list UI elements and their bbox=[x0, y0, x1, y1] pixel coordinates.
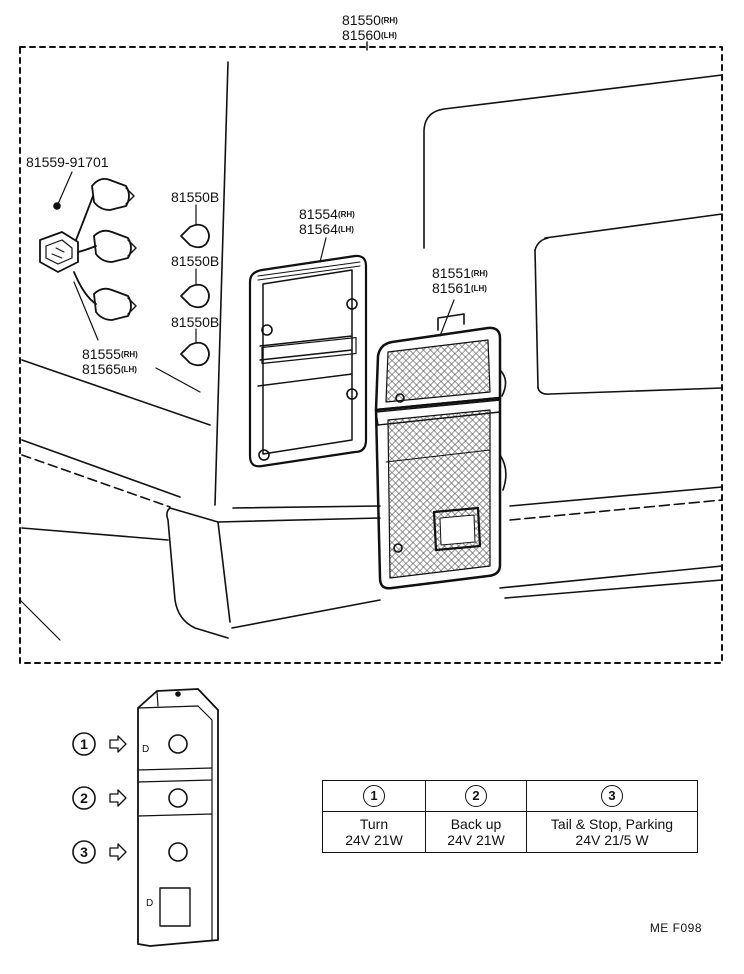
col-3-number: 3 bbox=[601, 785, 623, 807]
bulb-label-3: 81550B bbox=[171, 314, 220, 330]
socket-part-rh: 81555 bbox=[82, 346, 121, 362]
screw-label: 81559-91701 bbox=[26, 154, 109, 170]
socket-side-lh: (LH) bbox=[120, 365, 137, 374]
socket-side-rh: (RH) bbox=[120, 350, 138, 359]
bulb-table-col-1-desc: Turn 24V 21W bbox=[322, 811, 426, 853]
gasket-part-rh: 81554 bbox=[299, 206, 338, 222]
gasket-side-rh: (RH) bbox=[337, 210, 355, 219]
assembly-boundary bbox=[19, 46, 723, 664]
leader-lines bbox=[57, 171, 455, 393]
socket-label-lh: 81565(LH) bbox=[82, 362, 137, 377]
svg-text:D: D bbox=[146, 898, 153, 909]
assembly-side-rh: (RH) bbox=[380, 16, 398, 25]
socket-harness bbox=[39, 177, 137, 321]
position-1-number: 1 bbox=[80, 736, 88, 752]
bulb-table-number-row: 1 2 3 bbox=[322, 780, 698, 812]
socket-position-view: D D bbox=[137, 688, 219, 947]
lens-part-lh: 81561 bbox=[432, 280, 471, 296]
gasket-label-lh: 81564(LH) bbox=[299, 222, 354, 237]
socket-part-lh: 81565 bbox=[82, 361, 121, 377]
assembly-part-lh: 81560 bbox=[342, 27, 381, 43]
position-markers bbox=[72, 732, 127, 864]
bulb-table-col-3-desc: Tail & Stop, Parking 24V 21/5 W bbox=[526, 811, 698, 853]
lens bbox=[374, 313, 507, 590]
col-3-name: Tail & Stop, Parking bbox=[550, 816, 674, 832]
gasket bbox=[248, 254, 368, 468]
bulb-table-desc-row: Turn 24V 21W Back up 24V 21W Tail & Stop… bbox=[322, 811, 698, 853]
gasket-part-lh: 81564 bbox=[299, 221, 338, 237]
diagram-code: ME F098 bbox=[649, 921, 702, 935]
col-1-name: Turn bbox=[359, 816, 389, 832]
bulb-table-col-3-number: 3 bbox=[526, 780, 698, 812]
bulb-table-col-2-number: 2 bbox=[425, 780, 527, 812]
socket-label-rh: 81555(RH) bbox=[82, 347, 138, 362]
svg-text:D: D bbox=[142, 744, 149, 755]
lens-side-rh: (RH) bbox=[470, 269, 488, 278]
col-1-number: 1 bbox=[363, 785, 385, 807]
gasket-label-rh: 81554(RH) bbox=[299, 207, 355, 222]
col-2-name: Back up bbox=[450, 816, 502, 832]
lens-part-rh: 81551 bbox=[432, 265, 471, 281]
lens-label-rh: 81551(RH) bbox=[432, 266, 488, 281]
position-2-number: 2 bbox=[80, 790, 88, 806]
assembly-label-lh: 81560(LH) bbox=[342, 28, 397, 43]
gasket-side-lh: (LH) bbox=[337, 225, 354, 234]
lens-label-lh: 81561(LH) bbox=[432, 281, 487, 296]
bulb-table-col-1-number: 1 bbox=[322, 780, 426, 812]
position-3-number: 3 bbox=[80, 844, 88, 860]
bulb-spec-table: 1 2 3 Turn 24V 21W Back up 24V 21W Tail … bbox=[322, 780, 698, 853]
col-2-spec: 24V 21W bbox=[447, 832, 505, 848]
bulb-table-col-2-desc: Back up 24V 21W bbox=[425, 811, 527, 853]
col-2-number: 2 bbox=[465, 785, 487, 807]
col-3-spec: 24V 21/5 W bbox=[575, 832, 649, 848]
bulbs bbox=[180, 223, 210, 367]
lens-side-lh: (LH) bbox=[470, 284, 487, 293]
assembly-part-rh: 81550 bbox=[342, 12, 381, 28]
vehicle-body bbox=[19, 61, 723, 641]
assembly-side-lh: (LH) bbox=[380, 31, 397, 40]
bulb-label-1: 81550B bbox=[171, 189, 220, 205]
bulb-label-2: 81550B bbox=[171, 253, 220, 269]
col-1-spec: 24V 21W bbox=[345, 832, 403, 848]
assembly-label-rh: 81550(RH) bbox=[342, 13, 398, 28]
